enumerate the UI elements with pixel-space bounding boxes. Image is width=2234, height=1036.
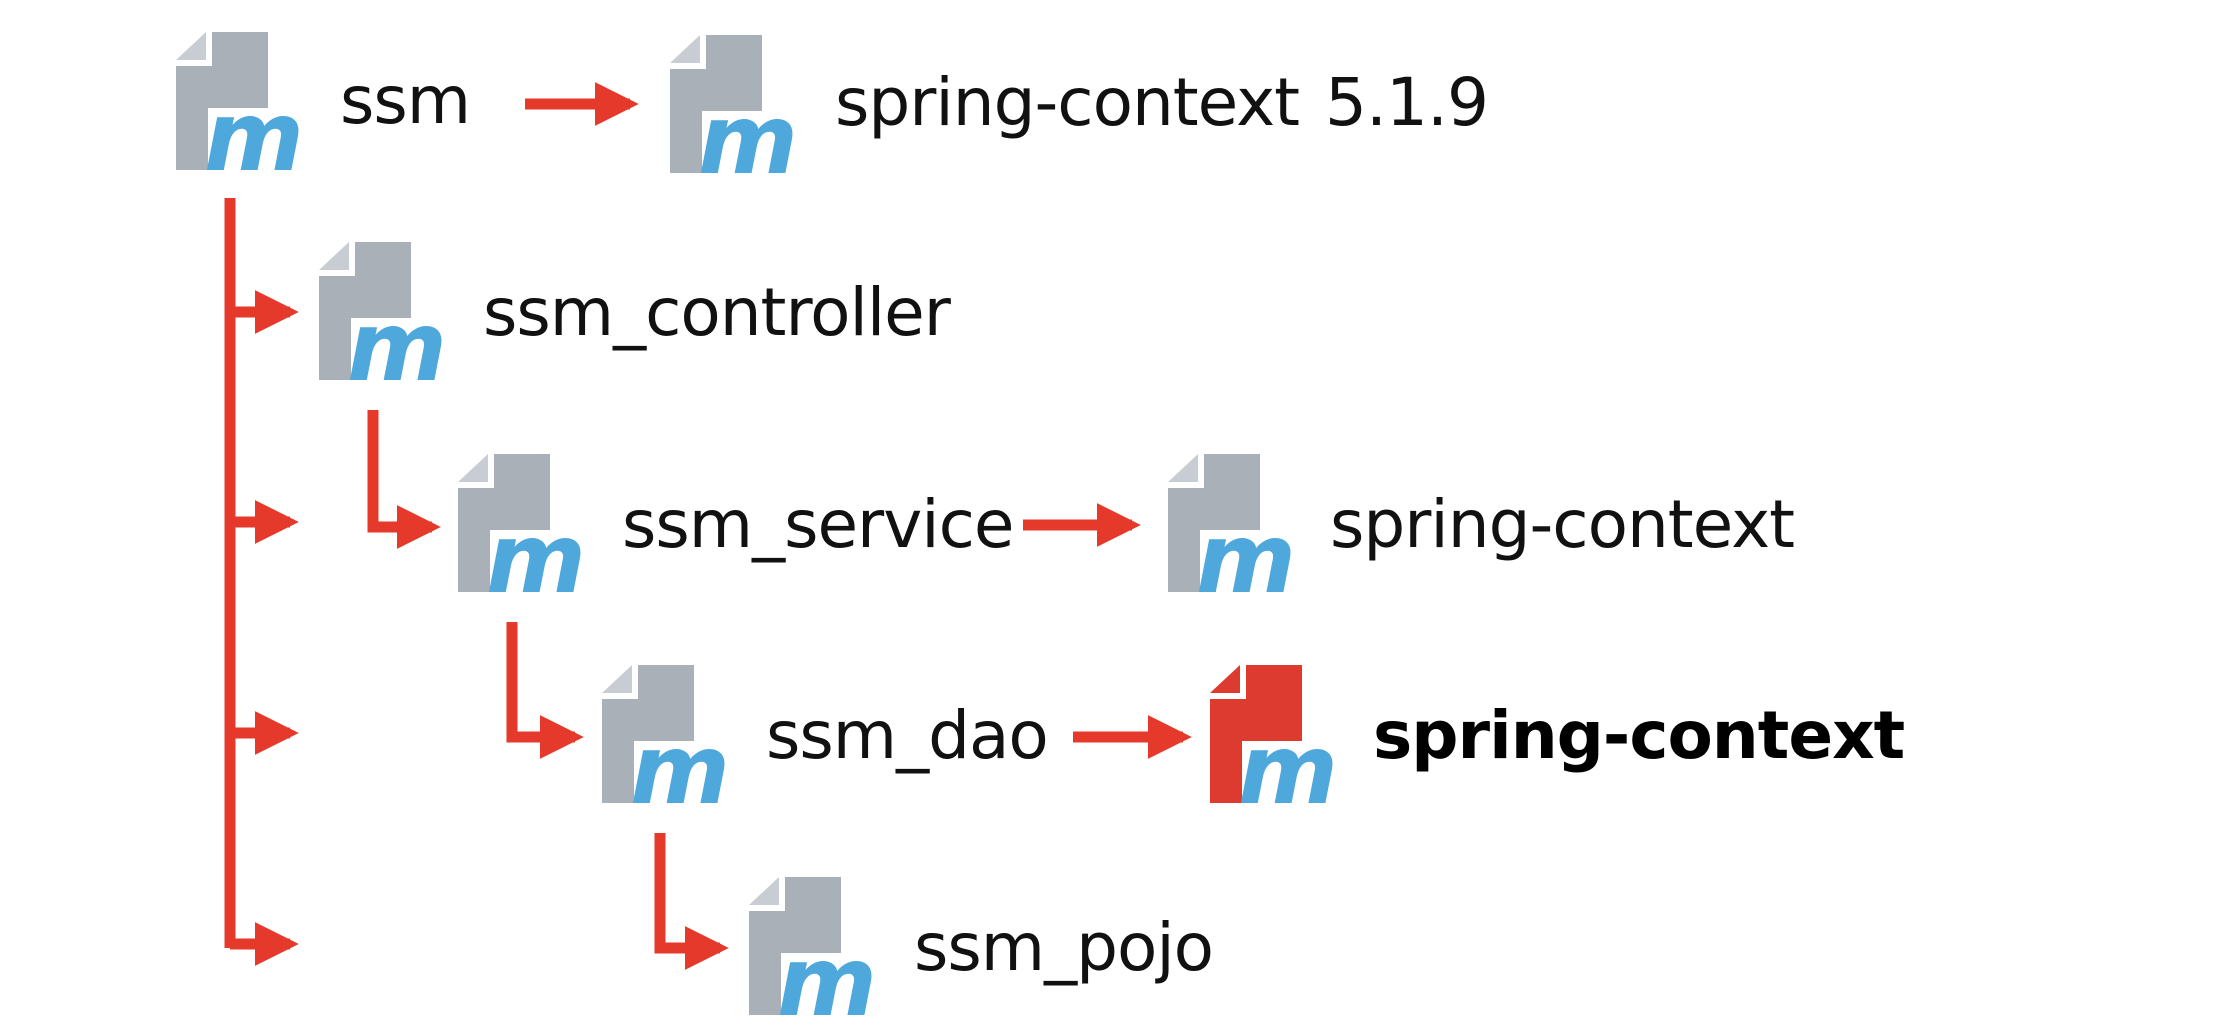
svg-text:m: m — [1196, 503, 1296, 597]
maven-module-icon: m — [670, 35, 798, 178]
node-label: ssm_dao — [766, 697, 1049, 774]
node-label: spring-context — [1373, 697, 1905, 774]
arrow-controller-to-service — [367, 410, 441, 549]
svg-text:m: m — [630, 714, 730, 808]
maven-module-icon: m — [602, 665, 730, 808]
svg-text:m: m — [698, 84, 798, 178]
node-label: spring-context — [1330, 486, 1795, 563]
svg-text:m: m — [486, 503, 586, 597]
svg-text:m: m — [777, 926, 877, 1020]
node-label: spring-context — [835, 64, 1300, 141]
svg-text:m: m — [204, 81, 304, 175]
maven-module-icon: m — [176, 32, 304, 175]
arrow-dao-to-pojo — [654, 833, 729, 970]
node-label: ssm — [340, 62, 471, 139]
maven-module-icon: m — [319, 242, 447, 385]
maven-module-icon-red: m — [1210, 665, 1338, 808]
node-label: ssm_controller — [483, 274, 951, 351]
node-label: ssm_pojo — [914, 909, 1214, 986]
svg-text:m: m — [347, 291, 447, 385]
node-version: 5.1.9 — [1325, 64, 1489, 141]
arrow-service-to-dao — [506, 622, 584, 759]
maven-module-icon: m — [749, 877, 877, 1020]
maven-module-icon: m — [458, 454, 586, 597]
svg-text:m: m — [1238, 714, 1338, 808]
node-label: ssm_service — [622, 486, 1014, 563]
maven-module-icon: m — [1168, 454, 1296, 597]
